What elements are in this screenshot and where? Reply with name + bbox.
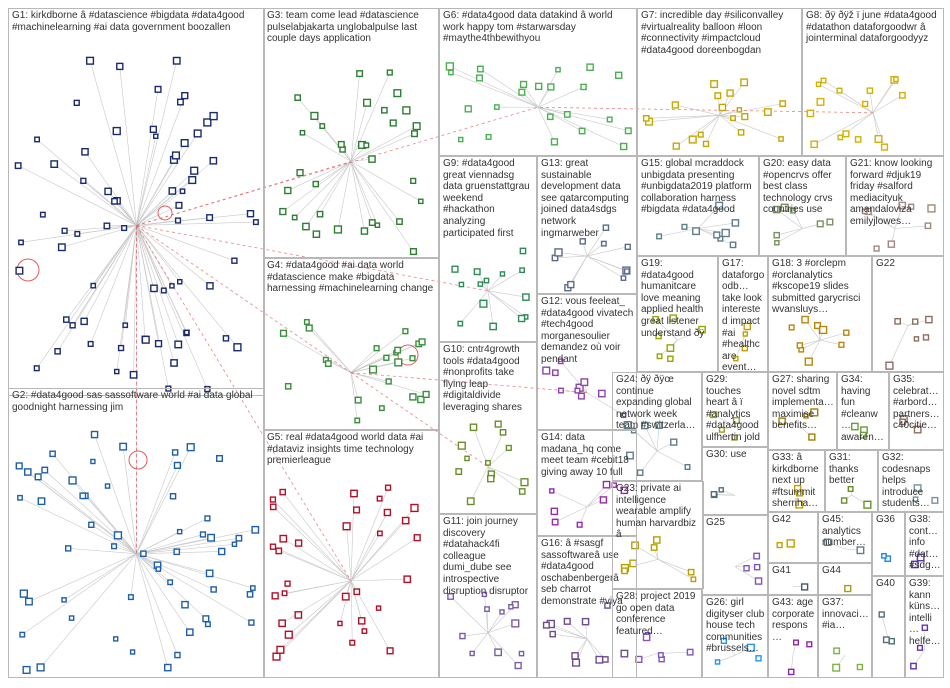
group-label: G17: dataforgoodb… take look interested … [722, 258, 765, 372]
group-label: G22 [876, 258, 941, 270]
group-label: G9: #data4good great viennadsg data grue… [443, 158, 534, 239]
group-label: G1: kirkdborne â #datascience #bigdata #… [12, 10, 262, 33]
group-label: G38: cont… info #dat… #sdg… [909, 514, 941, 572]
group-panel-g38: G38: cont… info #dat… #sdg… [905, 512, 944, 576]
group-label: G27: sharing novel sdtm implementa… maxi… [772, 374, 834, 432]
group-panel-g18: G18: 3 #orclepm #orclanalytics #kscope19… [768, 256, 872, 372]
group-label: G43: age corporate respons… [772, 597, 815, 643]
group-label: G19: #data4good humanitcare love meaning… [641, 258, 715, 339]
group-label: G4: #data4good #ai data world #datascien… [267, 260, 436, 295]
group-panel-g23: G23: private ai intelligence wearable am… [612, 481, 704, 589]
group-panel-g25: G25 [702, 515, 768, 595]
group-panel-g42: G42 [768, 512, 818, 563]
group-label: G6: #data4good data datakind â world wor… [443, 10, 634, 45]
group-panel-g43: G43: age corporate respons… [768, 595, 818, 678]
group-panel-g22: G22 [872, 256, 944, 372]
group-panel-g5: G5: real #data4good world data #ai #data… [263, 430, 439, 678]
group-panel-g40: G40 [872, 576, 905, 678]
group-panel-g33: G33: â kirkdborne next up #ftsummit sher… [768, 450, 825, 512]
group-panel-g41: G41 [768, 563, 818, 595]
group-label: G12: vous feeleat_ #data4good vivatech #… [541, 296, 634, 366]
group-panel-g13: G13: great sustainable development data … [537, 156, 637, 294]
group-panel-g34: G34: having fun #cleanw… awaren… [837, 372, 889, 450]
group-label: G10: cntr4growth tools #data4good #nonpr… [443, 344, 534, 414]
group-label: G30: use [706, 449, 765, 461]
group-panel-g26: G26: girl digityser club house tech comm… [702, 595, 768, 678]
group-panel-g31: G31: thanks better [825, 450, 878, 512]
group-panel-g11: G11: join journey discovery #datahack4fi… [439, 514, 537, 678]
group-label: G8: ðÿ ðÿž ï june #data4good #datathon d… [806, 10, 941, 45]
group-panel-g21: G21: know looking forward #djuk19 friday… [846, 156, 944, 256]
group-panel-g9: G9: #data4good great viennadsg data grue… [439, 156, 537, 342]
group-label: G31: thanks better [829, 452, 875, 487]
group-panel-g2: G2: #data4good sas sassoftware world #ai… [8, 388, 265, 678]
group-panel-g20: G20: easy data #opencrvs offer best clas… [759, 156, 846, 256]
group-label: G28: project 2019 go open data conferenc… [616, 591, 699, 637]
group-label: G39: kann küns… intelli… helfe… [909, 578, 941, 648]
group-label: G2: #data4good sas sassoftware world #ai… [12, 390, 262, 413]
group-panel-g24: G24: ðÿ ðÿœ continue expanding global ne… [612, 372, 702, 481]
group-label: G33: â kirkdborne next up #ftsummit sher… [772, 452, 822, 510]
group-label: G21: know looking forward #djuk19 friday… [850, 158, 941, 228]
group-panel-g45: G45: analytics number… [818, 512, 872, 563]
group-label: G3: team come lead #datascience pulselab… [267, 10, 436, 45]
group-panel-g7: G7: incredible day #siliconvalley #virtu… [637, 8, 802, 156]
group-panel-g44: G44 [818, 563, 872, 595]
group-label: G26: girl digityser club house tech comm… [706, 597, 765, 655]
group-label: G35: celebrat… #arbord… partners… c40cit… [893, 374, 941, 432]
group-panel-g36: G36 [872, 512, 905, 576]
group-label: G29: touches heart â ï #analytics #data4… [706, 374, 765, 444]
group-label: G15: global mcraddock unbigdata presenti… [641, 158, 756, 216]
group-label: G18: 3 #orclepm #orclanalytics #kscope19… [772, 258, 869, 316]
group-label: G41 [772, 565, 815, 577]
group-label: G20: easy data #opencrvs offer best clas… [763, 158, 843, 216]
group-panel-g28: G28: project 2019 go open data conferenc… [612, 589, 702, 678]
group-panel-g19: G19: #data4good humanitcare love meaning… [637, 256, 718, 372]
group-label: G40 [876, 578, 902, 590]
group-label: G44 [822, 565, 869, 577]
group-label: G25 [706, 517, 765, 529]
group-label: G45: analytics number… [822, 514, 869, 549]
group-panel-g27: G27: sharing novel sdtm implementa… maxi… [768, 372, 837, 450]
group-panel-g15: G15: global mcraddock unbigdata presenti… [637, 156, 759, 256]
group-panel-g3: G3: team come lead #datascience pulselab… [263, 8, 439, 258]
group-label: G23: private ai intelligence wearable am… [616, 483, 701, 541]
group-panel-g1: G1: kirkdborne â #datascience #bigdata #… [8, 8, 265, 396]
group-panel-g39: G39: kann küns… intelli… helfe… [905, 576, 944, 678]
group-label: G42 [772, 514, 815, 526]
group-label: G34: having fun #cleanw… awaren… [841, 374, 886, 444]
group-panel-g10: G10: cntr4growth tools #data4good #nonpr… [439, 342, 537, 514]
group-label: G7: incredible day #siliconvalley #virtu… [641, 10, 799, 56]
group-label: G32: codesnaps helps introduce students… [882, 452, 941, 510]
group-panel-g6: G6: #data4good data datakind â world wor… [439, 8, 637, 156]
group-panel-g32: G32: codesnaps helps introduce students… [878, 450, 944, 512]
group-panel-g30: G30: use [702, 447, 768, 515]
group-label: G36 [876, 514, 902, 526]
group-label: G11: join journey discovery #datahack4fi… [443, 516, 534, 597]
group-panel-g35: G35: celebrat… #arbord… partners… c40cit… [889, 372, 944, 450]
group-label: G37: innovaci… #ia… [822, 597, 869, 632]
group-panel-g8: G8: ðÿ ðÿž ï june #data4good #datathon d… [802, 8, 944, 156]
group-label: G13: great sustainable development data … [541, 158, 634, 239]
group-panel-g37: G37: innovaci… #ia… [818, 595, 872, 678]
group-label: G24: ðÿ ðÿœ continue expanding global ne… [616, 374, 699, 432]
group-label: G5: real #data4good world data #ai #data… [267, 432, 436, 467]
group-panel-g29: G29: touches heart â ï #analytics #data4… [702, 372, 768, 447]
group-panel-g17: G17: dataforgoodb… take look interested … [718, 256, 768, 372]
group-panel-g4: G4: #data4good #ai data world #datascien… [263, 258, 439, 430]
